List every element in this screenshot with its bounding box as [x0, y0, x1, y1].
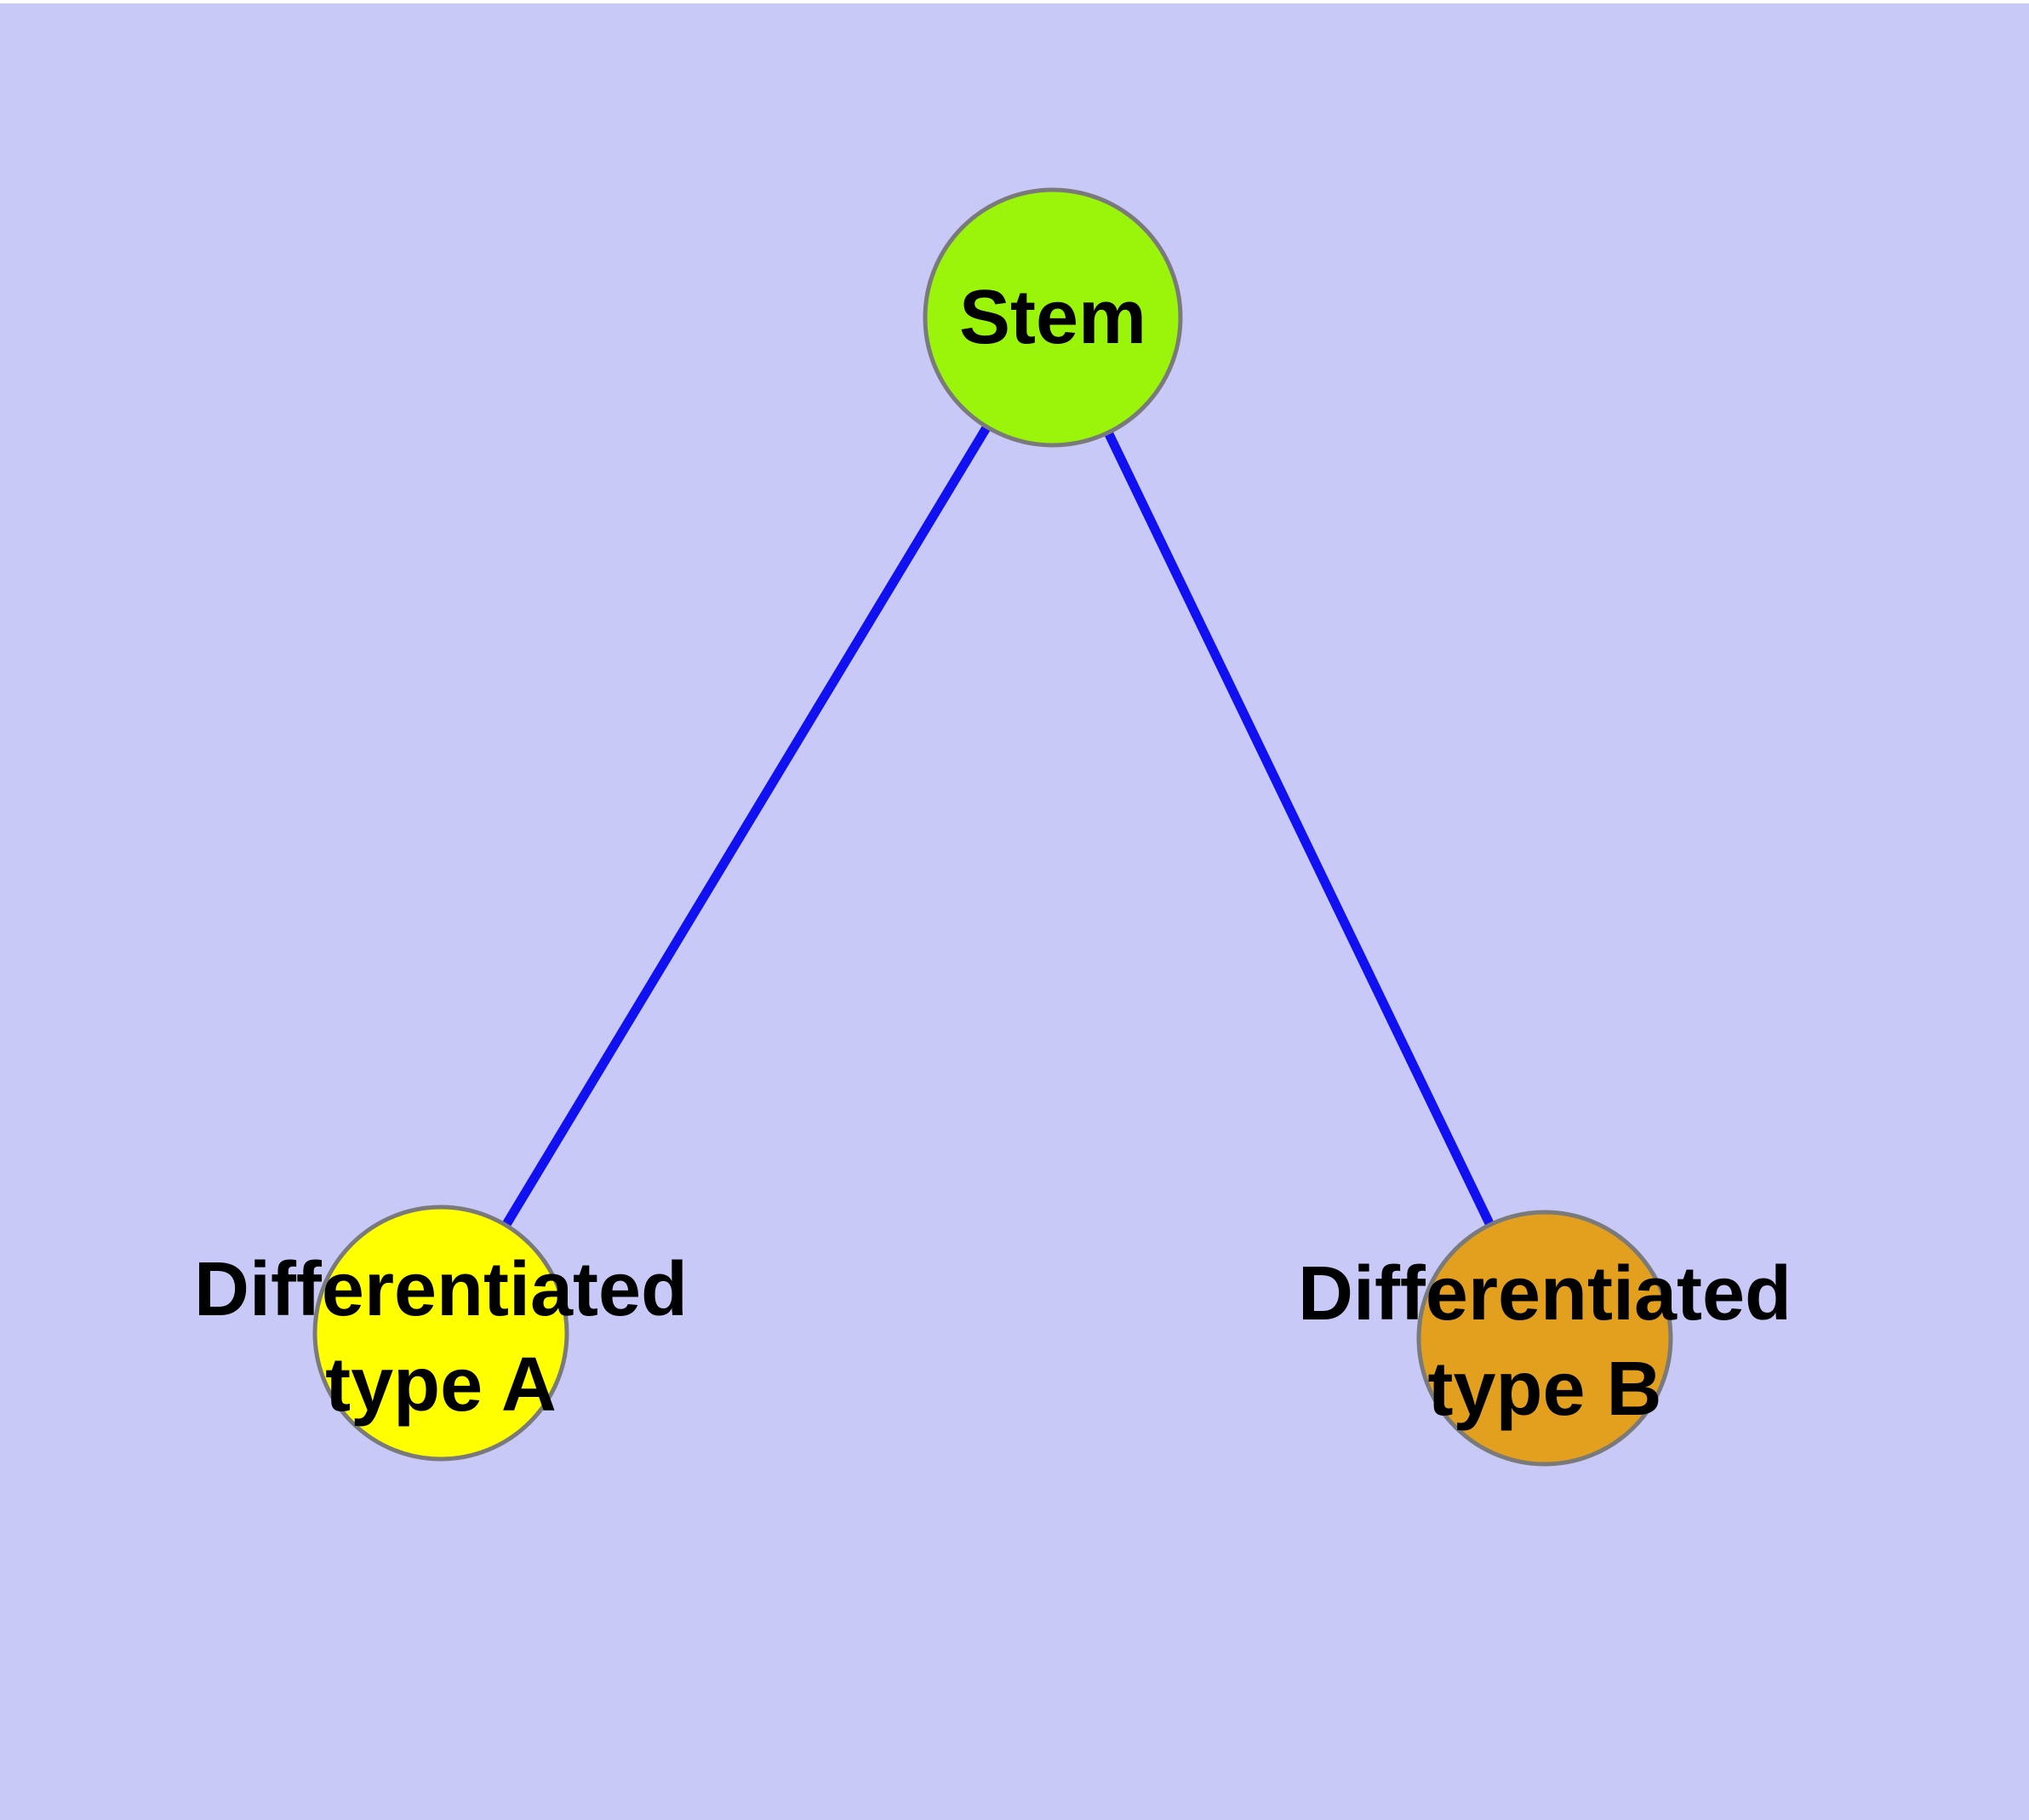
node-stem-circle: [923, 187, 1183, 448]
node-type-a-label-line2: type A: [325, 1342, 557, 1428]
node-type-b-circle: [1416, 1210, 1673, 1467]
edge-stem-to-type-a: [437, 315, 1057, 1336]
node-type-b-label-line2: type B: [1427, 1347, 1661, 1432]
edge-stem-to-type-b: [1049, 315, 1549, 1341]
node-type-a-circle: [312, 1205, 569, 1462]
node-type-b-label-line1: Differentiated: [1298, 1251, 1792, 1336]
node-stem-label: Stem: [959, 275, 1146, 360]
top-margin-strip: [0, 0, 2029, 3]
node-type-a-label-line1: Differentiated: [194, 1247, 688, 1332]
